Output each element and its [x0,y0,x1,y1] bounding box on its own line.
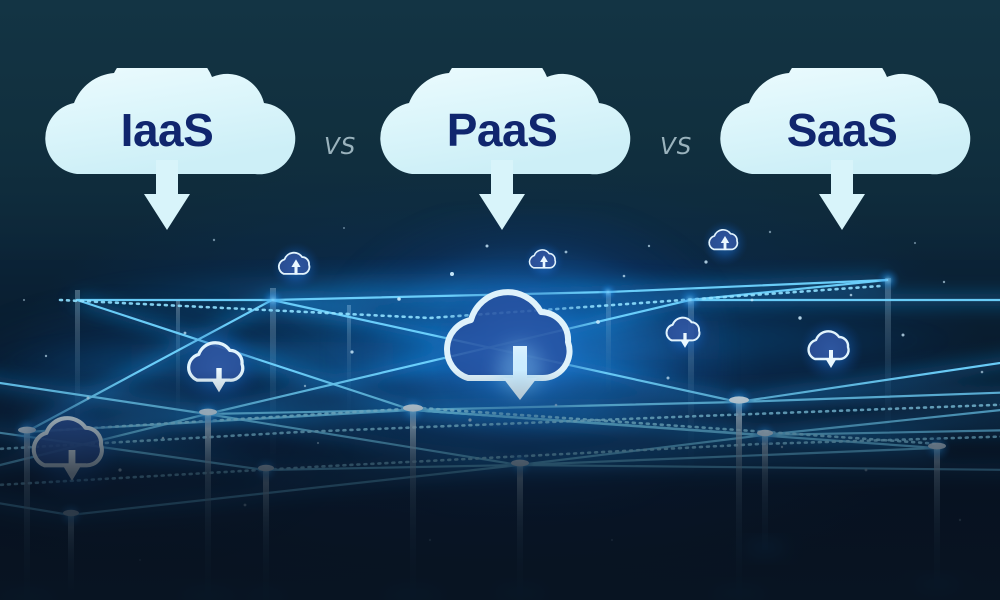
cloud-download-icon [658,306,712,360]
cloud-down-arrow-icon [144,160,190,230]
cloud-shape-icon [380,68,631,175]
vs-separator: VS [660,134,693,160]
background-bottom-vignette [0,370,1000,600]
cloud-shape-icon [45,68,296,175]
cloud-label: SaaS [786,104,898,156]
cloud-shape-icon [720,68,971,175]
cloud-upload-icon [702,220,748,266]
vs-separator: VS [324,134,357,160]
cloud-card-saas[interactable]: SaaS [708,68,976,230]
cloud-label: PaaS [446,104,558,156]
cloud-label: IaaS [120,104,214,156]
cloud-down-arrow-icon [479,160,525,230]
cloud-upload-icon [271,242,321,292]
cloud-download-icon [798,317,864,383]
cloud-card-iaas[interactable]: IaaS [33,68,301,230]
cloud-card-paas[interactable]: PaaS [368,68,636,230]
cloud-down-arrow-icon [819,160,865,230]
